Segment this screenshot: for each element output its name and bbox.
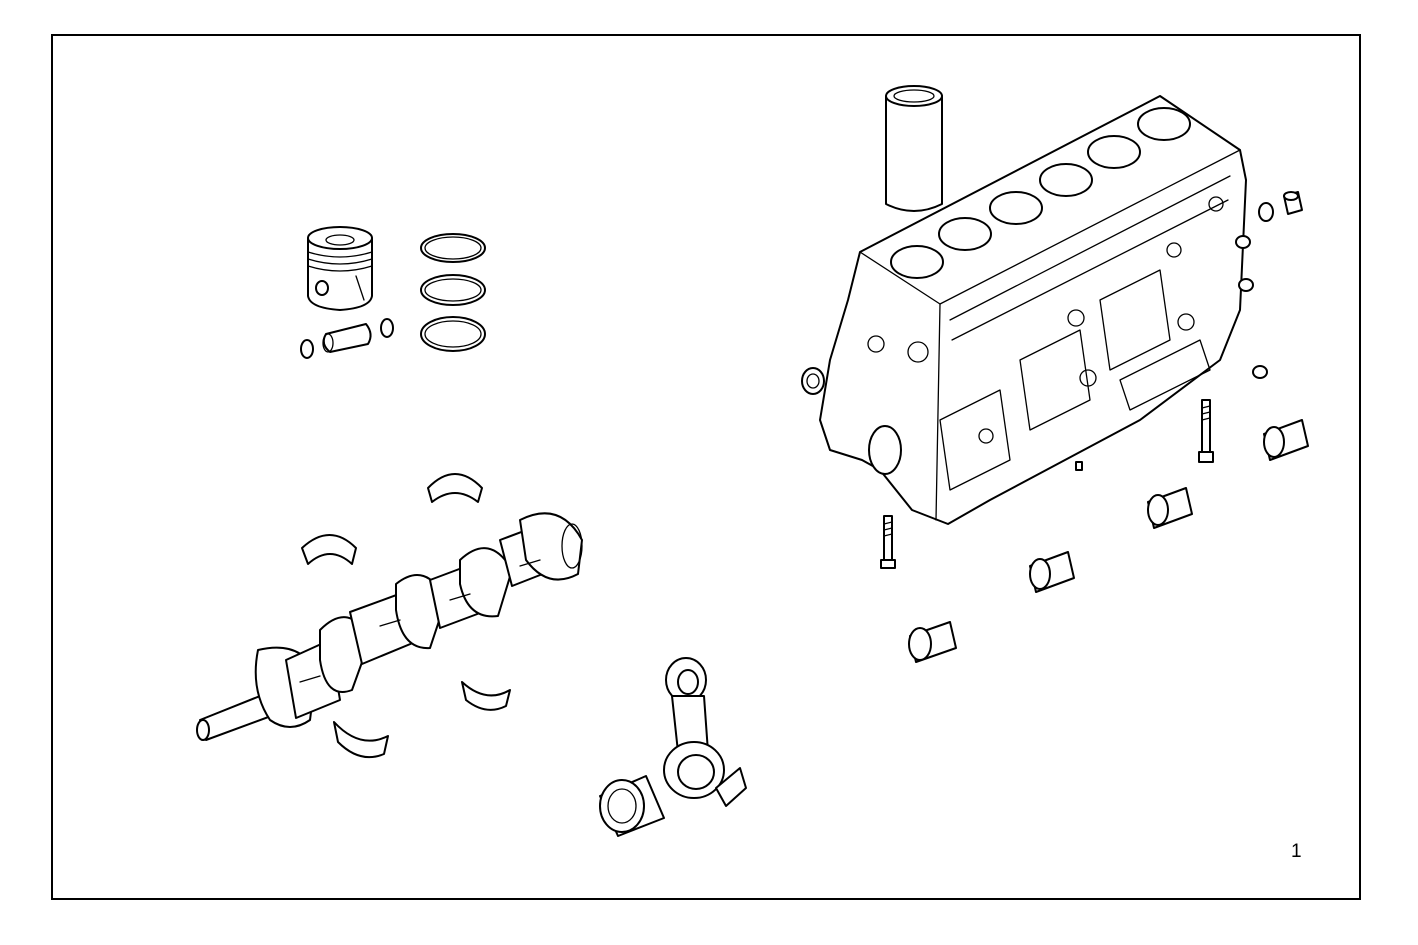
piston-icon	[307, 226, 373, 311]
piston-pin-icon	[322, 323, 372, 353]
seal-ring-icon	[801, 202, 1274, 395]
connecting-rod-icon	[663, 657, 747, 807]
connecting-rod-bushing-icon	[599, 775, 665, 837]
figure-number: 1	[1291, 841, 1302, 862]
circlip-icon	[300, 318, 394, 359]
stud-bolt-icon	[880, 399, 1214, 569]
engine-block-icon	[819, 95, 1247, 525]
piston-ring-icon	[420, 233, 486, 352]
camshaft-bushing-icon	[908, 419, 1309, 663]
cylinder-liner-icon	[885, 85, 943, 212]
plug-icon	[1235, 191, 1303, 379]
drawing-frame	[51, 34, 1361, 900]
crankshaft-icon	[196, 512, 583, 741]
main-bearing-shell-icon	[301, 473, 511, 758]
